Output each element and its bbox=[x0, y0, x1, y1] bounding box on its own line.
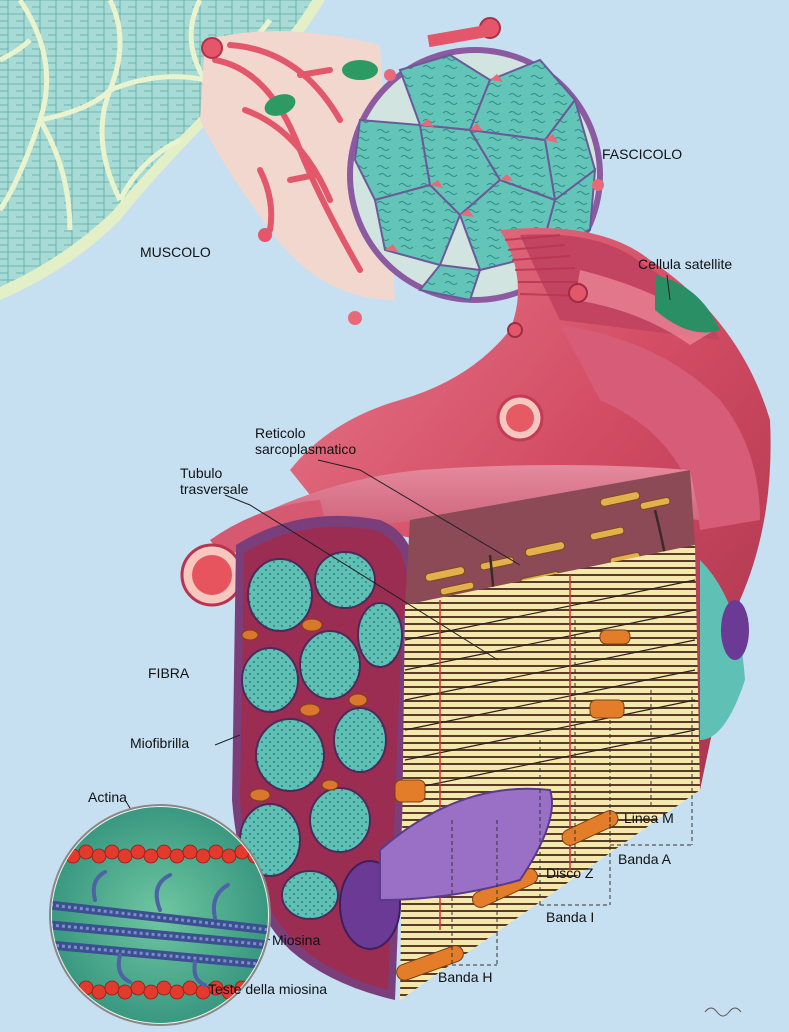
label-disco-z: Disco Z bbox=[546, 866, 593, 881]
label-reticolo-line2: sarcoplasmatico bbox=[255, 442, 356, 457]
label-banda-i: Banda I bbox=[546, 910, 594, 925]
label-tubulo-line2: trasversale bbox=[180, 482, 248, 497]
label-miosina: Miosina bbox=[272, 933, 320, 948]
label-miofibrilla: Miofibrilla bbox=[130, 736, 189, 751]
label-banda-h: Banda H bbox=[438, 970, 492, 985]
label-fibra: FIBRA bbox=[148, 666, 189, 681]
label-reticolo-line1: Reticolo bbox=[255, 426, 306, 441]
label-linea-m: Linea M bbox=[624, 811, 674, 826]
label-banda-a: Banda A bbox=[618, 852, 671, 867]
label-teste-miosina: Teste della miosina bbox=[208, 982, 327, 997]
label-tubulo-line1: Tubulo bbox=[180, 466, 222, 481]
label-muscolo: MUSCOLO bbox=[140, 245, 211, 260]
label-cellula-satellite: Cellula satellite bbox=[638, 257, 732, 272]
label-fascicolo: FASCICOLO bbox=[602, 147, 682, 162]
label-actina: Actina bbox=[88, 790, 127, 805]
